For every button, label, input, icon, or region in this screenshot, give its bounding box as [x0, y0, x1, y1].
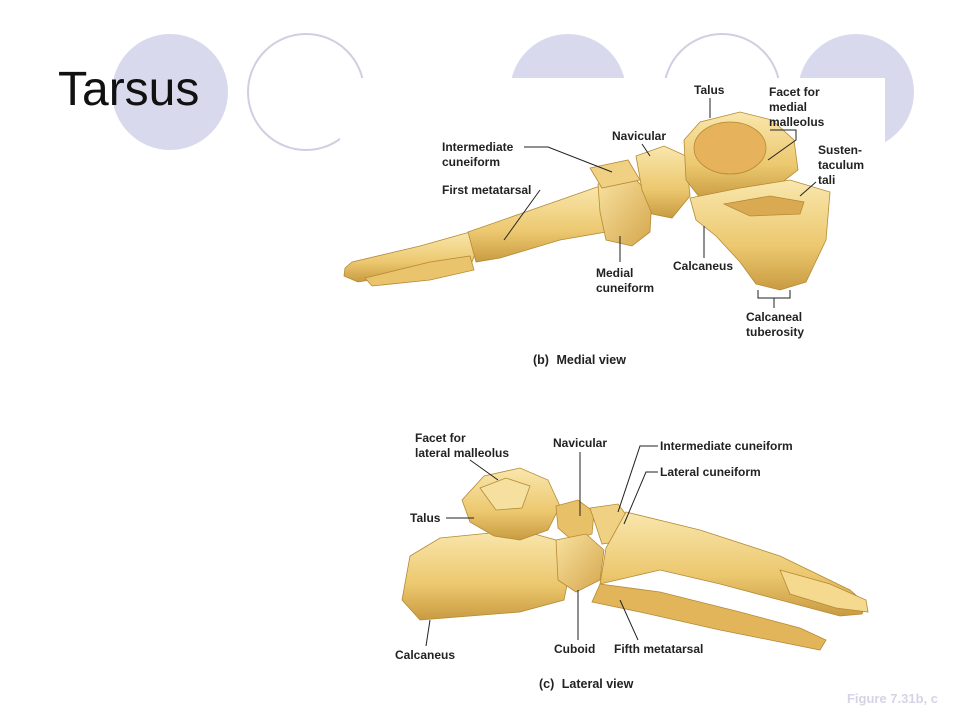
label-medial-calcaneus: Calcaneus: [673, 259, 733, 273]
medial-first-metatarsal: [467, 185, 613, 263]
lateral-calcaneus: [401, 529, 571, 621]
lateral-view-leaders: [425, 445, 658, 647]
caption-medial-view: (b) Medial view: [533, 353, 626, 367]
bg-circle-1: [112, 34, 228, 150]
lateral-view-foot-illustration: [401, 467, 869, 651]
lateral-phalanges: [779, 569, 869, 613]
figure-reference: Figure 7.31b, c: [846, 691, 938, 706]
label-lateral-lateral-cuneiform: Lateral cuneiform: [660, 465, 761, 479]
label-medial-sustentaculum-tali: Susten- taculum tali: [818, 143, 867, 187]
slide-title: Tarsus: [58, 63, 200, 116]
label-medial-navicular: Navicular: [612, 129, 666, 143]
lateral-cuboid: [555, 533, 605, 593]
medial-malleolus-facet-shape: [693, 121, 767, 175]
label-lateral-fifth-metatarsal: Fifth metatarsal: [614, 642, 703, 656]
label-medial-first-metatarsal: First metatarsal: [442, 183, 531, 197]
label-medial-calcaneal-tuberosity: Calcaneal tuberosity: [746, 310, 805, 339]
medial-phalanges-2: [364, 255, 475, 287]
label-lateral-calcaneus: Calcaneus: [395, 648, 455, 662]
label-lateral-cuboid: Cuboid: [554, 642, 595, 656]
label-lateral-navicular: Navicular: [553, 436, 607, 450]
label-medial-medial-cuneiform: Medial cuneiform: [596, 266, 654, 295]
label-lateral-facet-malleolus: Facet for lateral malleolus: [415, 431, 509, 460]
label-lateral-intermediate-cuneiform: Intermediate cuneiform: [660, 439, 793, 453]
label-medial-intermediate-cuneiform: Intermediate cuneiform: [442, 140, 517, 169]
medial-sustentaculum-shape: [722, 195, 805, 217]
lateral-malleolus-facet-shape: [479, 477, 531, 511]
caption-lateral-view: (c) Lateral view: [539, 677, 634, 691]
lateral-navicular: [555, 499, 595, 541]
medial-calcaneus: [689, 179, 831, 291]
medial-view-foot-illustration: [343, 111, 831, 291]
medial-view-leaders: [503, 98, 817, 308]
label-lateral-talus: Talus: [410, 511, 441, 525]
label-medial-talus: Talus: [694, 83, 725, 97]
medial-navicular: [635, 145, 691, 219]
label-medial-facet-malleolus: Facet for medial malleolus: [769, 85, 825, 129]
